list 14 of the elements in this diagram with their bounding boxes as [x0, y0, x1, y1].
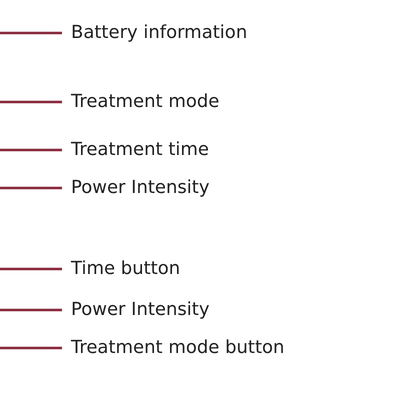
callout-label: Battery information: [71, 22, 248, 44]
leader-line: [0, 308, 62, 312]
callout-label: Treatment time: [71, 139, 209, 161]
callout-label: Treatment mode: [71, 91, 220, 113]
leader-line: [0, 268, 62, 270]
leader-line: [0, 32, 62, 34]
leader-line: [0, 186, 62, 190]
leader-line: [0, 100, 62, 104]
leader-line: [0, 148, 62, 152]
leader-line: [0, 346, 62, 350]
callout-label: Time button: [71, 258, 180, 280]
callout-label: Power Intensity: [71, 177, 210, 199]
callout-label: Power Intensity: [71, 299, 210, 321]
callout-label: Treatment mode button: [71, 337, 284, 359]
